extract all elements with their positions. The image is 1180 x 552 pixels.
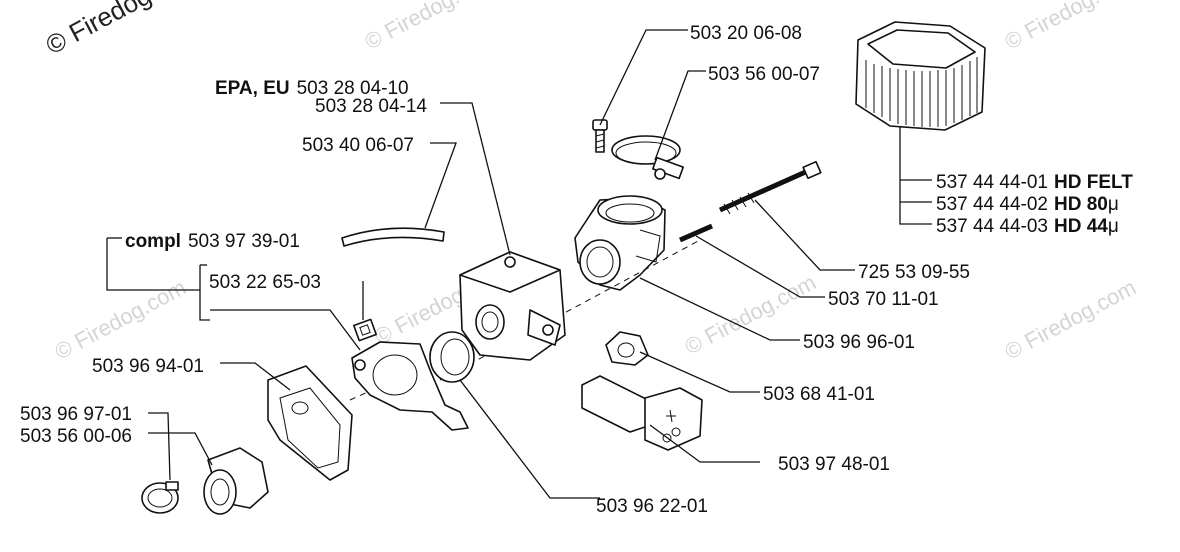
- watermark-top-center: © Firedog.com: [361, 0, 500, 54]
- intake-adapter-drawing: [574, 195, 666, 291]
- choke-drawing: [581, 375, 703, 451]
- leader-lines: [106, 29, 932, 499]
- intake-boot-drawing: [203, 447, 269, 515]
- ring-drawing: [429, 331, 475, 383]
- rod-drawing: [678, 223, 714, 243]
- watermark-main: © Firedog: [41, 0, 156, 60]
- carburetor-drawing: [459, 251, 566, 361]
- label-ring: 503 96 22-01: [596, 496, 708, 517]
- label-lever: 503 68 41-01: [763, 384, 875, 405]
- intake-box-drawing: [267, 365, 353, 481]
- label-carburetor: 503 28 04-14: [315, 96, 427, 117]
- watermark-right: © Firedog.com: [1001, 274, 1140, 364]
- air-filter-drawing: [855, 21, 986, 131]
- watermark-center-right: © Firedog.com: [681, 269, 820, 359]
- label-screw: 503 20 06-08: [690, 23, 802, 44]
- small-gasket-drawing: [353, 318, 377, 342]
- label-bracket: 503 96 94-01: [92, 356, 204, 377]
- bracket-drawing: [351, 341, 469, 431]
- label-choke: 503 97 48-01: [778, 454, 890, 475]
- label-adapter: 503 96 96-01: [803, 332, 915, 353]
- label-long-bolt: 725 53 09-55: [858, 262, 970, 283]
- long-bolt-drawing: [718, 160, 822, 215]
- watermark-left: © Firedog.com: [51, 274, 190, 364]
- label-band-clamp: 503 56 00-07: [708, 64, 820, 85]
- hose-clamp-drawing: [141, 481, 179, 514]
- label-clamp-b: 503 56 00-06: [20, 426, 132, 447]
- label-gasket: 503 22 65-03: [209, 272, 321, 293]
- lever-drawing: [605, 331, 649, 366]
- label-rod: 503 70 11-01: [828, 289, 939, 310]
- fuel-hose-drawing: [341, 227, 445, 247]
- alignment-line: [439, 239, 701, 381]
- band-clamp-drawing: [611, 135, 685, 180]
- label-fuel-hose: 503 40 06-07: [302, 135, 414, 156]
- label-clamp-a: 503 96 97-01: [20, 404, 132, 425]
- watermark-top-right: © Firedog.com: [1001, 0, 1140, 54]
